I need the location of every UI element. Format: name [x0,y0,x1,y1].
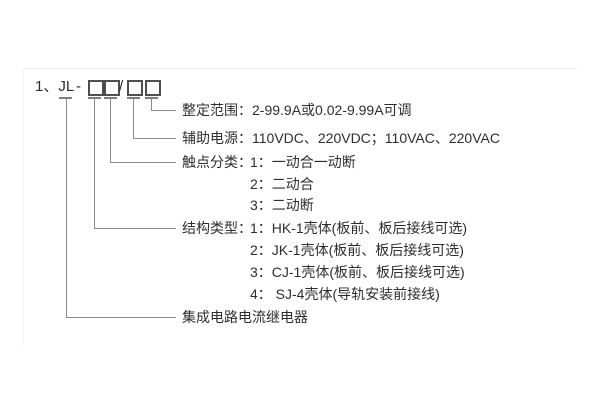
connector-structure-horizontal [94,228,176,229]
structure-type-label: 结构类型： [182,220,252,236]
contact-type-item-1: 1：一动合一动断 [250,154,356,170]
connector-structure-vertical [94,99,95,228]
contact-type-row-1: 触点分类：1：一动合一动断 [182,153,356,171]
image-edge-top [23,68,577,69]
connector-product-horizontal [66,317,176,318]
contact-type-item-2: 2：二动合 [250,176,314,192]
setting-range-label: 整定范围：2-99.9A或0.02-9.99A可调 [182,102,412,118]
structure-type-row-1: 结构类型：1：HK-1壳体(板前、板后接线可选) [182,219,467,237]
connector-product-vertical [66,99,67,317]
connector-range-vertical [151,99,152,110]
model-digit-box-2 [104,80,120,96]
contact-type-label: 触点分类： [182,154,252,170]
connector-auxpower-horizontal [133,138,176,139]
structure-type-item-4: 4： SJ-4壳体(导轨安装前接线) [250,286,440,302]
aux-power-label: 辅助电源：110VDC、220VDC；110VAC、220VAC [182,130,500,146]
connector-contact-vertical [110,99,111,162]
tick-bar-jl [59,97,72,99]
structure-type-item-1: 1：HK-1壳体(板前、板后接线可选) [250,220,468,236]
contact-type-item-3: 3：二动断 [250,197,314,213]
structure-type-item-3: 3：CJ-1壳体(板前、板后接线可选) [250,264,465,280]
model-digit-box-4 [145,80,161,96]
tick-bar-box3 [127,97,140,99]
connector-range-horizontal [151,110,176,111]
tick-bar-box1 [88,97,101,99]
connector-auxpower-vertical [133,99,134,138]
image-edge-left [23,68,24,345]
structure-type-item-2: 2：JK-1壳体(板前、板后接线可选) [250,242,464,258]
tick-bar-box4 [145,97,158,99]
model-code-dash: - [76,78,81,95]
connector-contact-horizontal [110,162,176,163]
model-code-prefix: 1、JL [35,78,75,95]
model-code-slash: / [119,78,124,95]
tick-bar-box2 [104,97,117,99]
model-digit-box-3 [127,80,143,96]
model-digit-box-1 [88,80,104,96]
product-name-label: 集成电路电流继电器 [182,309,308,325]
